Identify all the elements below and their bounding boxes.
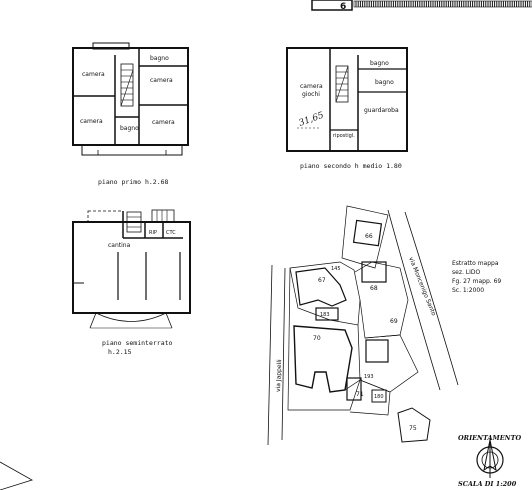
room-label-camera: camera	[152, 119, 175, 126]
parcel-label: 71	[356, 391, 364, 398]
plan-basement	[72, 209, 191, 329]
scale-label: SCALA DI 1:200	[458, 480, 517, 488]
header-scale-bar: 6	[311, 0, 532, 12]
plan-caption: piano seminterrato	[102, 339, 173, 347]
room-label-camera: camera	[150, 77, 173, 84]
parcel-label: 68	[370, 285, 378, 292]
plan-caption: piano secondo h medio 1.80	[300, 162, 402, 170]
room-label-bagno: bagno	[120, 125, 139, 132]
parcel-label: 70	[313, 335, 321, 342]
extract-sheet: Fg. 27 mapp. 69	[452, 278, 501, 285]
room-label-rip: RIP	[149, 230, 157, 236]
room-label-giochi: giochi	[302, 91, 320, 98]
parcel-label: 75	[409, 425, 417, 432]
street-label: via Jappelli	[275, 359, 283, 392]
room-label-bagno: bagno	[370, 60, 389, 67]
plan-caption-height: h.2.15	[108, 348, 132, 356]
plan-second-floor	[286, 47, 408, 152]
extract-title: Estratto mappa	[452, 260, 499, 267]
room-label-bagno: bagno	[375, 79, 394, 86]
scale-bar-ticks	[355, 1, 531, 7]
plan-second-floor-labels: camera giochi bagno bagno guardaroba rip…	[298, 60, 402, 170]
parcel-label: 183	[320, 312, 330, 318]
room-label-camera: camera	[80, 118, 103, 125]
corner-mark	[0, 461, 34, 490]
handwritten-area-note: 31,65	[298, 111, 326, 129]
north-arrow-icon	[476, 438, 504, 478]
extract-section: sez. LIDO	[452, 269, 481, 276]
parcel-label: 69	[390, 318, 398, 325]
parcel-label: 193	[364, 374, 374, 380]
room-label-cantina: cantina	[108, 242, 131, 249]
plan-first-floor	[72, 42, 189, 156]
room-label-bagno: bagno	[150, 55, 169, 62]
room-label-camera: camera	[300, 83, 323, 90]
plan-first-floor-labels: camera bagno camera camera camera bagno …	[80, 55, 175, 186]
parcel-label: 180	[374, 394, 384, 400]
sheet-number: 6	[340, 2, 346, 12]
room-label-camera: camera	[82, 71, 105, 78]
room-label-ctc: CTC	[166, 230, 176, 236]
extract-scale: Sc. 1:2000	[452, 287, 484, 294]
site-map-labels: 66 67 68 69 70 71 75 145 183 193 180 via…	[275, 233, 501, 432]
parcel-label: 67	[318, 277, 326, 284]
plan-caption: piano primo h.2.68	[98, 178, 169, 186]
plan-basement-labels: cantina RIP CTC piano seminterrato h.2.1…	[102, 230, 176, 356]
room-label-guardaroba: guardaroba	[364, 107, 399, 114]
parcel-label: 145	[331, 266, 341, 272]
orientation-label: ORIENTAMENTO	[458, 434, 521, 442]
site-map	[267, 205, 459, 446]
room-label-ripostiglio: ripostigl.	[333, 133, 355, 139]
parcel-label: 66	[365, 233, 373, 240]
